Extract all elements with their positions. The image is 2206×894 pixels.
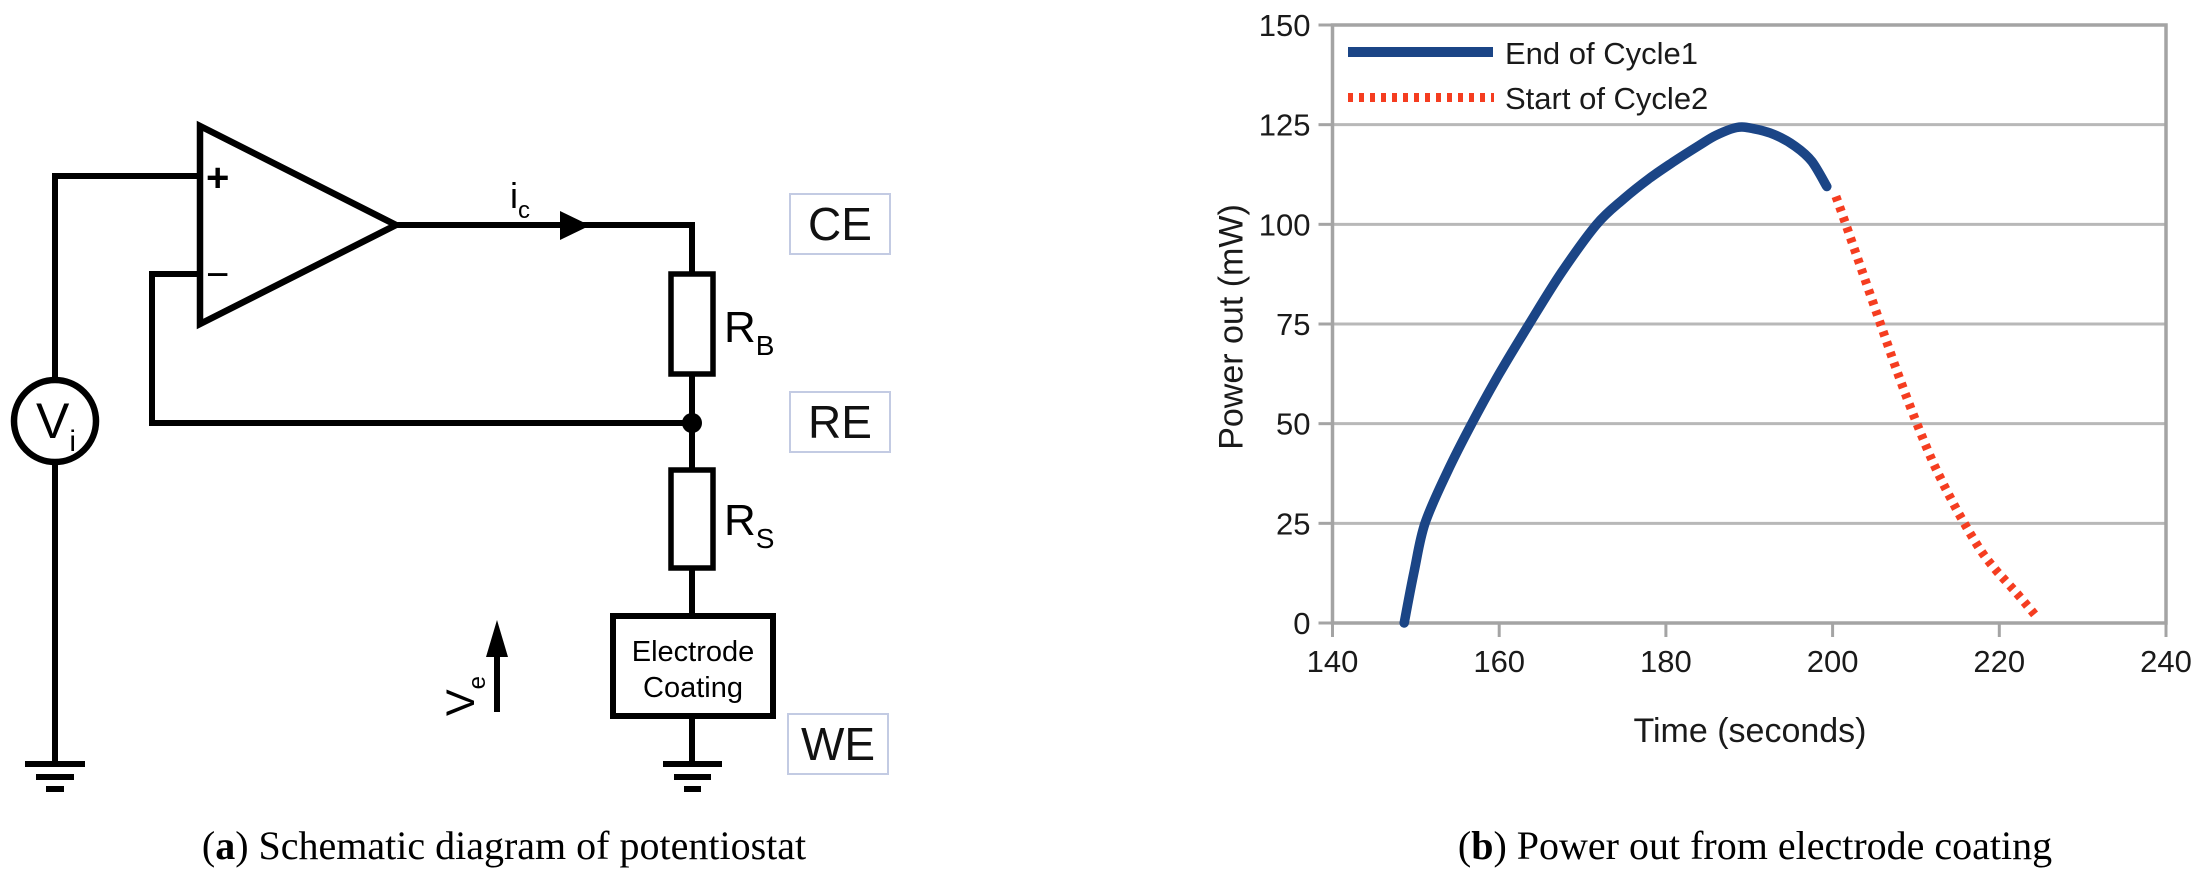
electrode-coating-line1: Electrode bbox=[632, 636, 755, 668]
legend-swatch-cycle1 bbox=[1348, 47, 1493, 57]
y-tick-label: 50 bbox=[1276, 407, 1310, 442]
x-tick-label: 140 bbox=[1307, 644, 1359, 679]
resistor-rs bbox=[668, 467, 716, 571]
series-1-curve bbox=[1399, 122, 1832, 628]
ve-arrow-icon bbox=[486, 620, 508, 657]
caption-b: (b) Power out from electrode coating bbox=[1457, 823, 2053, 868]
voltage-source-label: Vi bbox=[36, 393, 76, 458]
legend-swatch-cycle2 bbox=[1348, 93, 1494, 102]
opamp-triangle bbox=[196, 120, 404, 330]
terminal-label-ce: CE bbox=[808, 198, 872, 250]
electrode-coating-box bbox=[610, 613, 776, 719]
y-axis-label: Power out (mW) bbox=[1212, 204, 1251, 450]
y-tick-label: 0 bbox=[1293, 606, 1310, 641]
resistor-rb bbox=[668, 271, 716, 377]
terminal-box-re bbox=[789, 391, 891, 453]
y-tick-label: 25 bbox=[1276, 506, 1310, 541]
caption-a: (a) Schematic diagram of potentiostat bbox=[201, 823, 807, 868]
current-arrow-icon bbox=[560, 211, 590, 240]
legend-label-cycle1: End of Cycle1 bbox=[1505, 36, 1698, 71]
resistor-rs-label: RS bbox=[724, 496, 774, 554]
resistor-rb-label: RB bbox=[724, 303, 774, 361]
x-tick-label: 180 bbox=[1640, 644, 1692, 679]
x-axis-label: Time (seconds) bbox=[1633, 712, 1867, 750]
ground-symbol-left bbox=[25, 761, 85, 792]
terminal-box-ce bbox=[789, 193, 891, 255]
voltage-source-symbol bbox=[10, 376, 100, 466]
y-tick-label: 75 bbox=[1276, 307, 1310, 342]
x-tick-label: 200 bbox=[1807, 644, 1859, 679]
terminal-label-re: RE bbox=[808, 396, 872, 448]
x-tick-label: 160 bbox=[1473, 644, 1525, 679]
x-tick-label: 240 bbox=[2140, 644, 2192, 679]
terminal-label-we: WE bbox=[801, 718, 875, 770]
opamp-minus-label: − bbox=[206, 253, 229, 297]
current-label: ic bbox=[510, 175, 530, 224]
legend-label-cycle2: Start of Cycle2 bbox=[1505, 81, 1709, 116]
chart-plot-area: 140 160 180 200 220 240 0 25 50 75 100 125 150 bbox=[1259, 8, 2192, 679]
opamp-plus-label: + bbox=[206, 156, 229, 200]
y-tick-label: 100 bbox=[1259, 207, 1311, 242]
terminal-box-we bbox=[787, 713, 889, 775]
y-tick-label: 125 bbox=[1259, 108, 1311, 143]
wire-feedback bbox=[149, 271, 692, 426]
re-node-dot bbox=[682, 413, 702, 433]
electrode-coating-line2: Coating bbox=[643, 672, 743, 704]
series-2-curve bbox=[1831, 194, 2039, 618]
wire-source-to-plus bbox=[52, 173, 200, 380]
ground-symbol-we bbox=[663, 761, 722, 792]
ve-label: Ve bbox=[439, 676, 491, 716]
wire-output bbox=[396, 222, 695, 274]
x-tick-label: 220 bbox=[1973, 644, 2025, 679]
y-tick-label: 150 bbox=[1259, 8, 1311, 43]
